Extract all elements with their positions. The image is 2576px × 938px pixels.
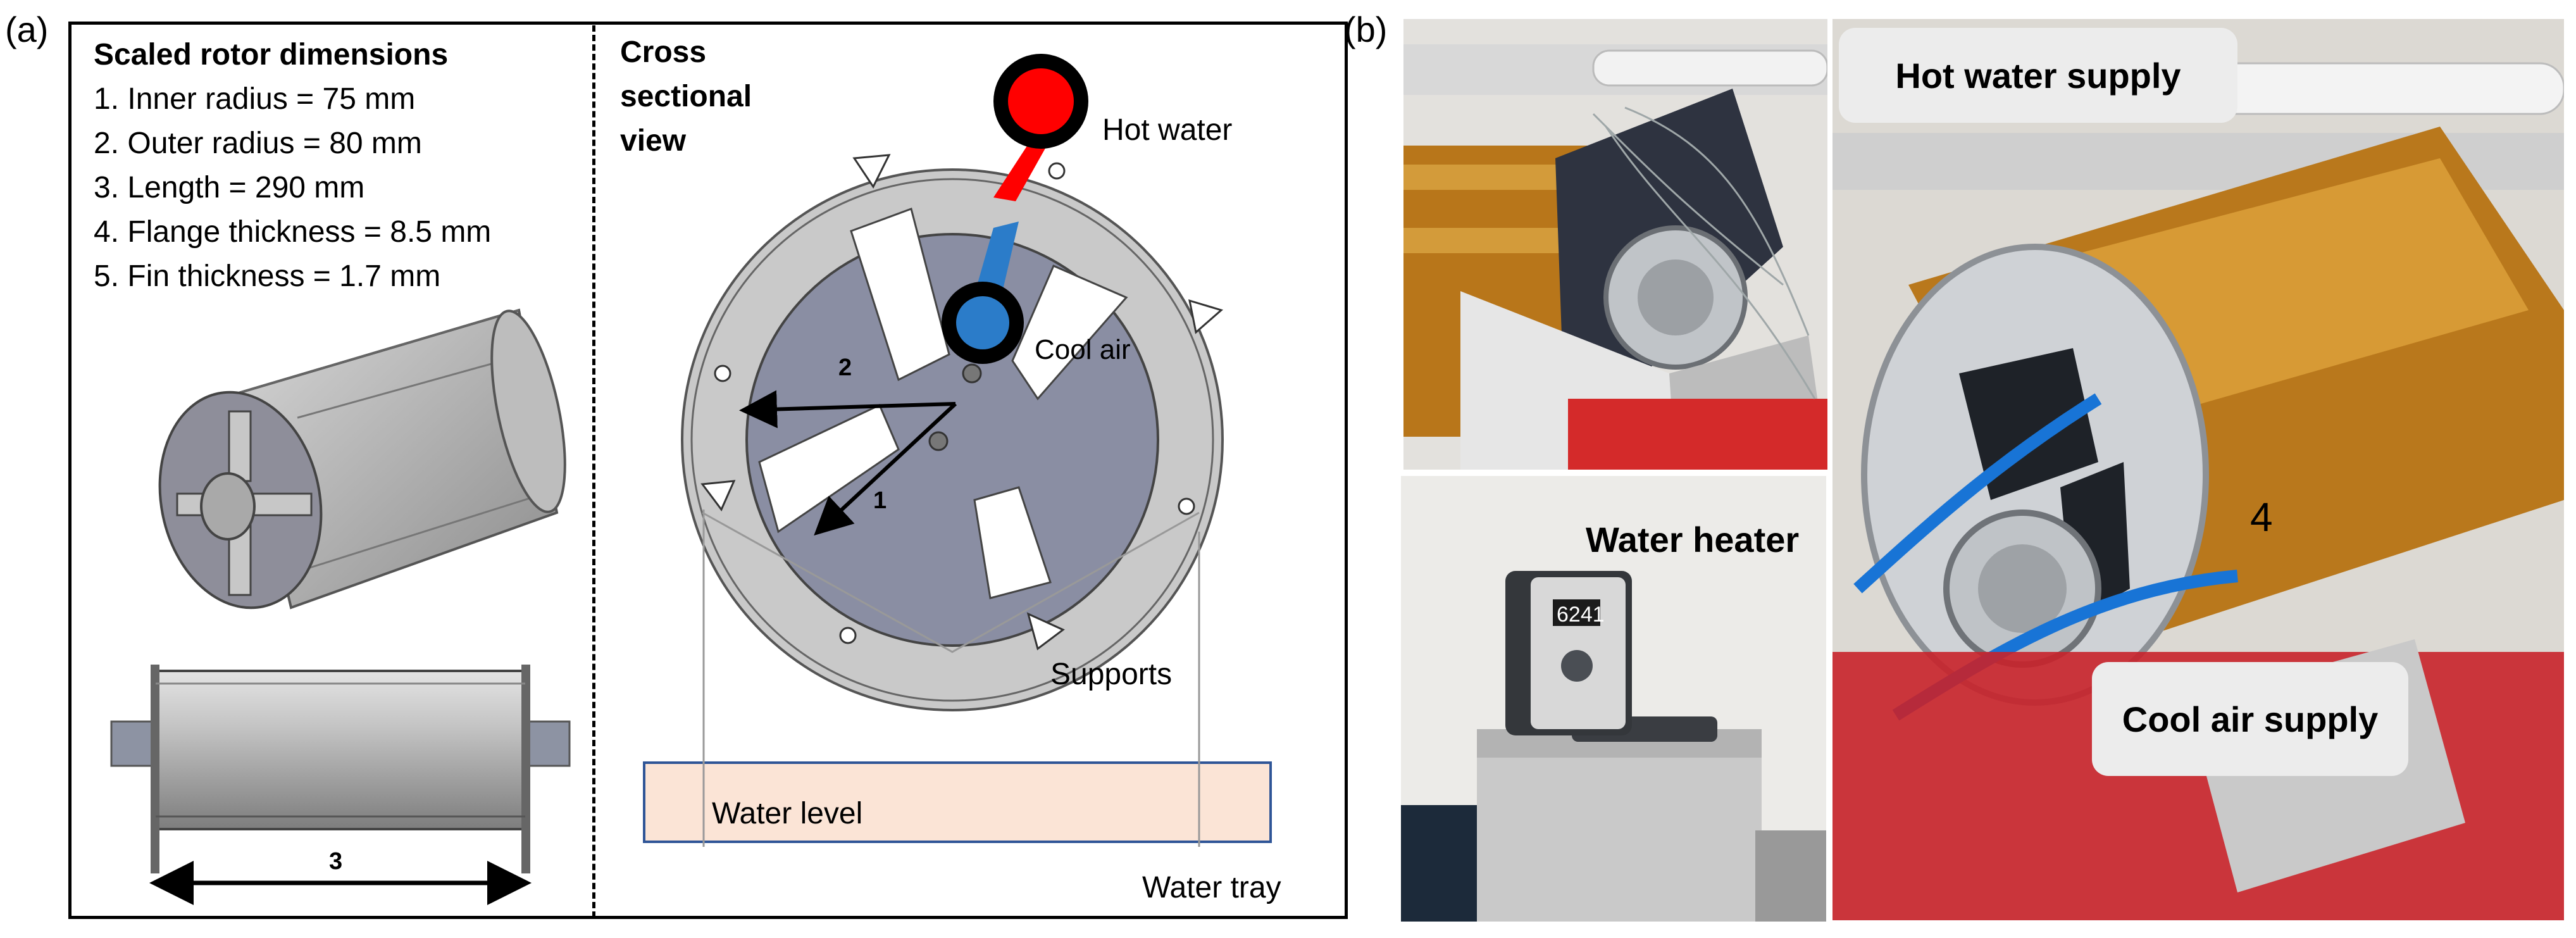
hot-water-supply-callout: Hot water supply [1839,28,2237,123]
cross-section-title-line-3: view [620,124,687,158]
cross-section-title-line-1: Cross [620,35,707,69]
photo-rotor-wiring-drawing [1403,19,1827,470]
cross-section-title-line-2: sectional [620,80,752,113]
dimension-flange-thickness: 4. Flange thickness = 8.5 mm [94,215,492,249]
photo-rotor-main [1832,19,2564,920]
dimension-inner-radius: 1. Inner radius = 75 mm [94,82,416,116]
supports-label: Supports [1050,658,1173,691]
dimension-length: 3. Length = 290 mm [94,171,365,204]
dimensions-heading: Scaled rotor dimensions [94,38,449,72]
heater-display-readout: 6241 [1557,603,1605,627]
panel-label-a: (a) [5,9,49,49]
inner-radius-marker: 1 [873,487,887,514]
dimensions-list: Scaled rotor dimensions 1. Inner radius … [94,33,491,299]
hot-water-label: Hot water [1102,113,1233,147]
cool-air-label: Cool air [1035,334,1131,365]
water-level-label: Water level [712,797,863,830]
rotor-3d-sketch [158,308,566,610]
cool-air-supply-callout: Cool air supply [2092,662,2408,776]
dimension-outer-radius: 2. Outer radius = 80 mm [94,127,422,160]
flange-number-label: 4 [2250,494,2273,540]
rotor-side-sketch [110,665,571,905]
photo-rotor-main-drawing [1832,19,2564,920]
photo-water-heater [1401,476,1826,922]
dimension-fin-thickness: 5. Fin thickness = 1.7 mm [94,260,441,293]
panel-a-divider [592,25,595,918]
length-marker: 3 [329,848,343,875]
outer-radius-marker: 2 [838,354,852,381]
photo-rotor-wiring [1403,19,1827,470]
water-heater-label: Water heater [1586,520,1800,560]
cross-section-sketch [643,54,1272,847]
water-tray-label: Water tray [1142,871,1281,904]
photo-water-heater-drawing [1401,476,1826,922]
panel-label-b: (b) [1344,9,1388,49]
panel-a-frame [68,22,1348,919]
